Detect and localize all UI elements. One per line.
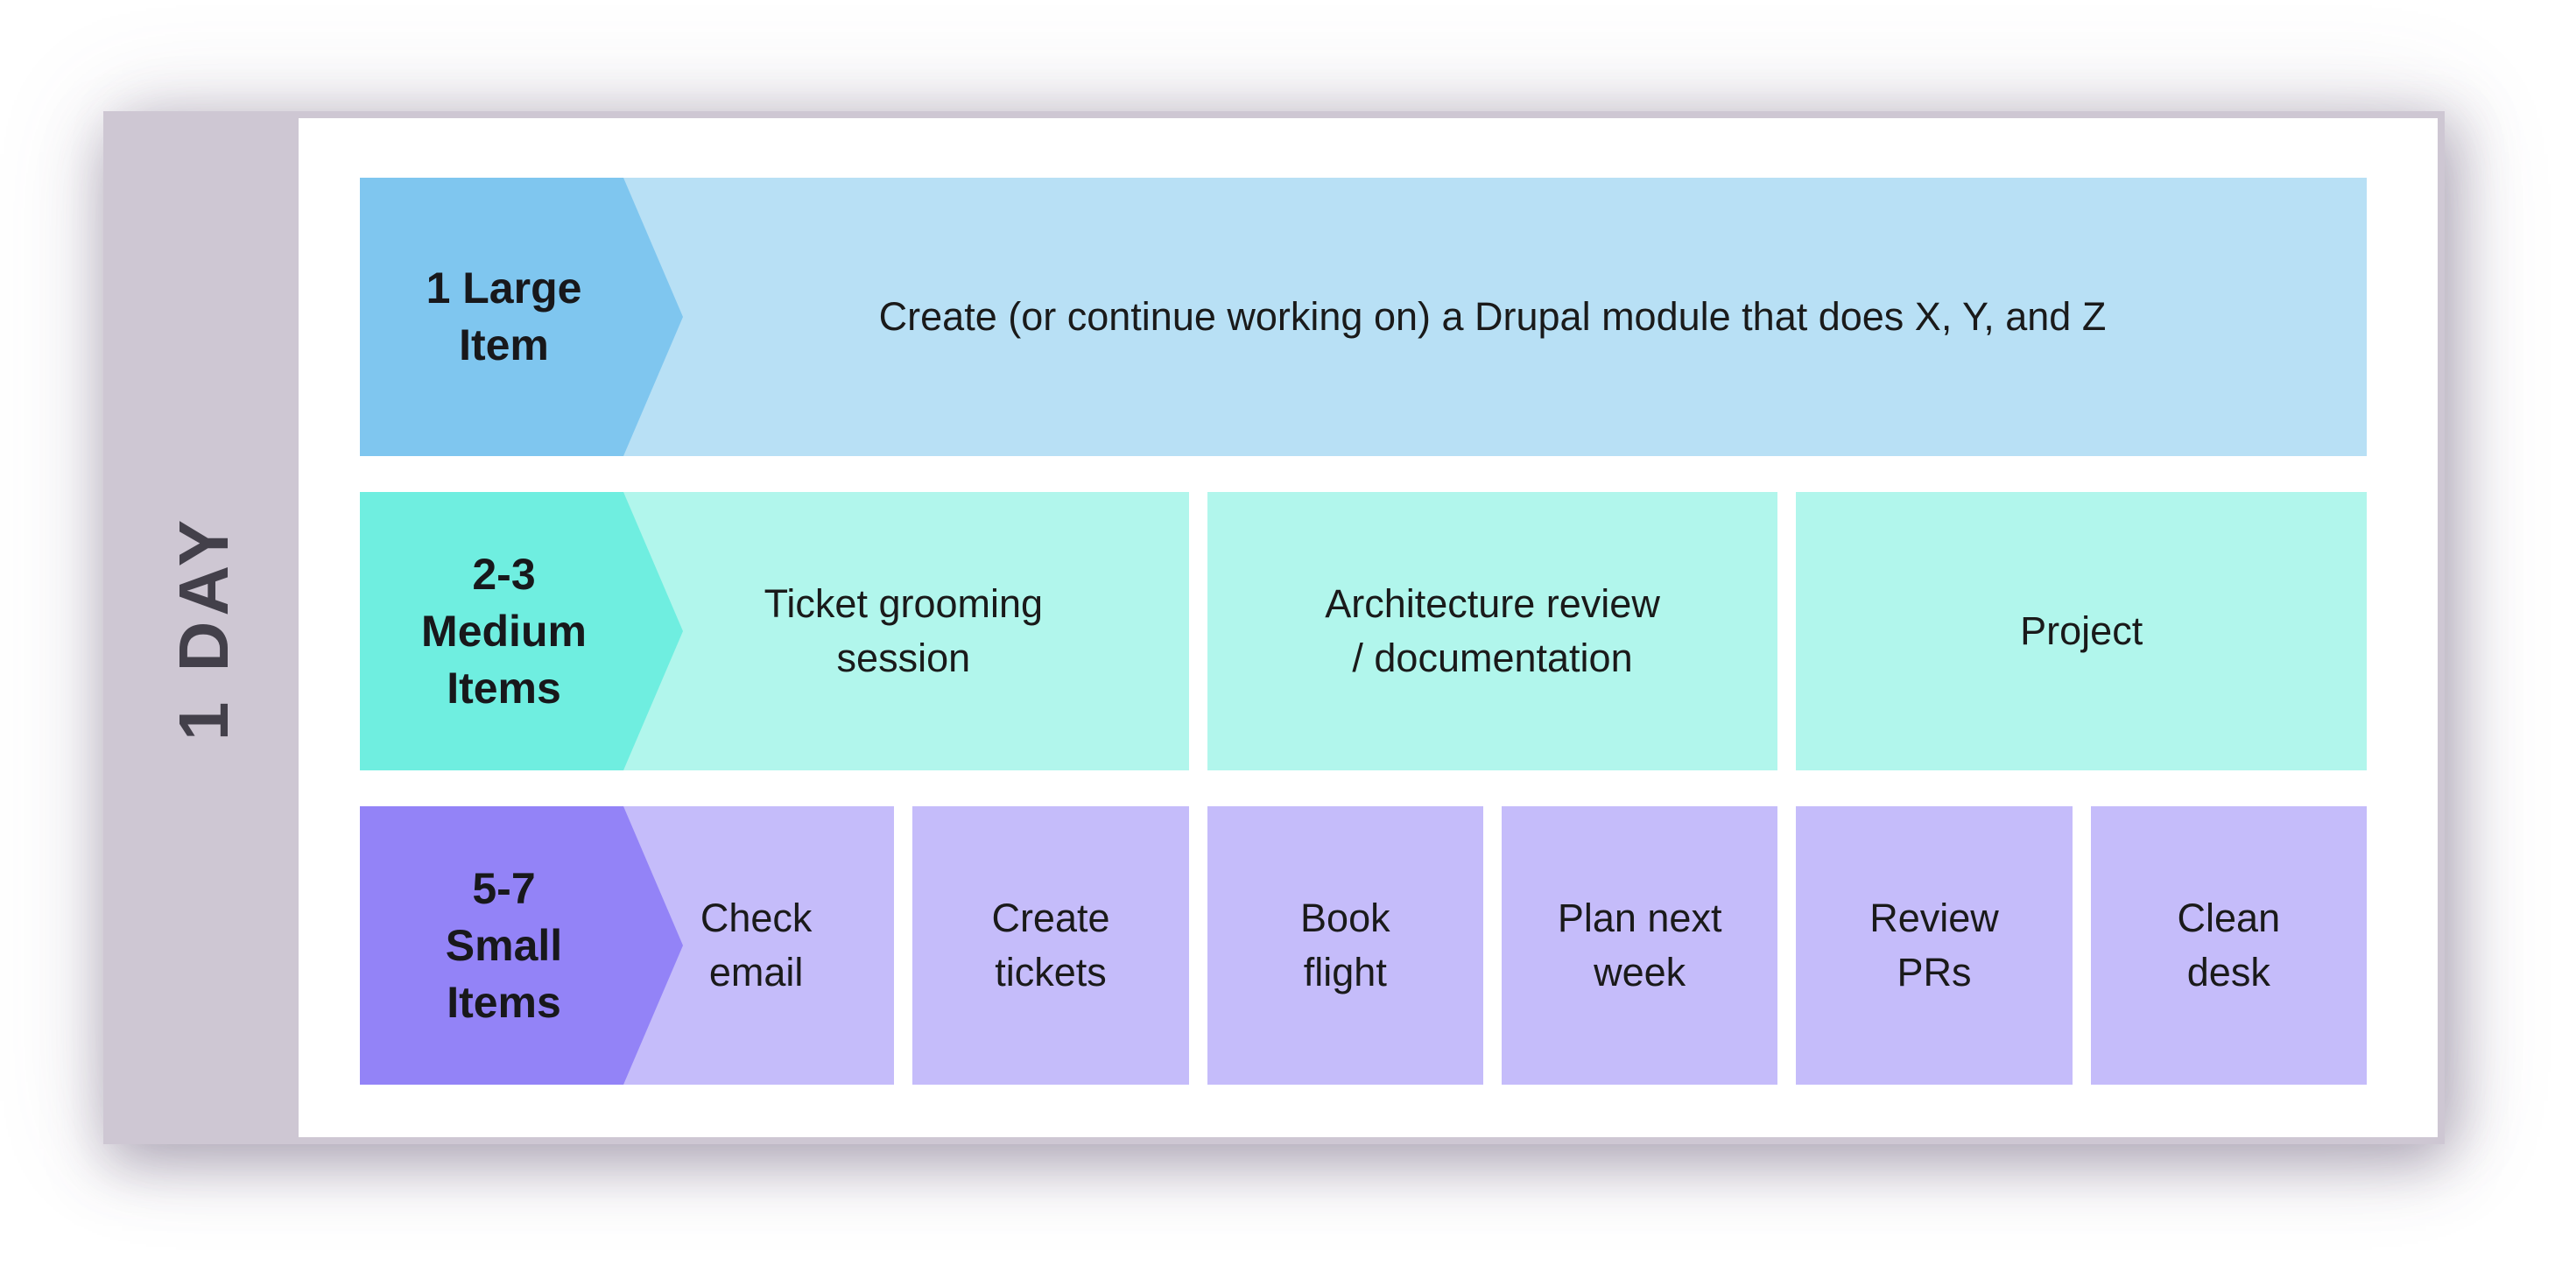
row-arrow-label: 1 Large Item (360, 178, 683, 456)
task-box: Book flight (1207, 806, 1483, 1085)
arrow-label-text: 1 Large Item (426, 264, 582, 369)
rows-container: Create (or continue working on) a Drupal… (299, 118, 2438, 1137)
row-arrow-label: 2-3 Medium Items (360, 492, 683, 770)
task-box-label: Check email (700, 895, 813, 994)
row-large: Create (or continue working on) a Drupal… (360, 178, 2367, 456)
task-box: Architecture review / documentation (1207, 492, 1778, 770)
task-box-label: Clean desk (2177, 895, 2281, 994)
task-box-label: Ticket grooming session (764, 580, 1044, 680)
row-medium-boxes: Ticket grooming session Architecture revi… (618, 492, 2368, 770)
task-box-label: Plan next week (1557, 895, 1722, 994)
task-box-label: Architecture review / documentation (1325, 580, 1660, 680)
task-box: Plan next week (1501, 806, 1778, 1085)
task-box: Clean desk (2090, 806, 2367, 1085)
task-box-label: Create tickets (991, 895, 1110, 994)
row-arrow-label: 5-7 Small Items (360, 806, 683, 1085)
day-label: 1 DAY (165, 514, 243, 741)
day-strip: 1 DAY (110, 118, 299, 1137)
task-box-label: Create (or continue working on) a Drupal… (878, 293, 2107, 339)
row-small-boxes: Check email Create tickets Book flight Plan… (618, 806, 2367, 1085)
task-box: Project (1796, 492, 2368, 770)
task-box: Create tickets (912, 806, 1189, 1085)
arrow-label-text: 2-3 Medium Items (421, 549, 587, 713)
task-box-label: Project (2020, 608, 2143, 653)
row-small: Check email Create tickets Book flight Plan… (360, 806, 2367, 1085)
row-medium: Ticket grooming session Architecture revi… (360, 492, 2368, 770)
row-large-boxes: Create (or continue working on) a Drupal… (618, 178, 2367, 456)
task-box: Review PRs (1796, 806, 2073, 1085)
task-box: Ticket grooming session (618, 492, 1189, 770)
task-box-label: Book flight (1300, 895, 1390, 994)
task-box: Create (or continue working on) a Drupal… (618, 178, 2367, 456)
task-box-label: Review PRs (1869, 895, 1999, 994)
arrow-label-text: 5-7 Small Items (445, 863, 563, 1027)
slide-card: 1 DAY Create (or continue working on) a … (103, 111, 2445, 1144)
